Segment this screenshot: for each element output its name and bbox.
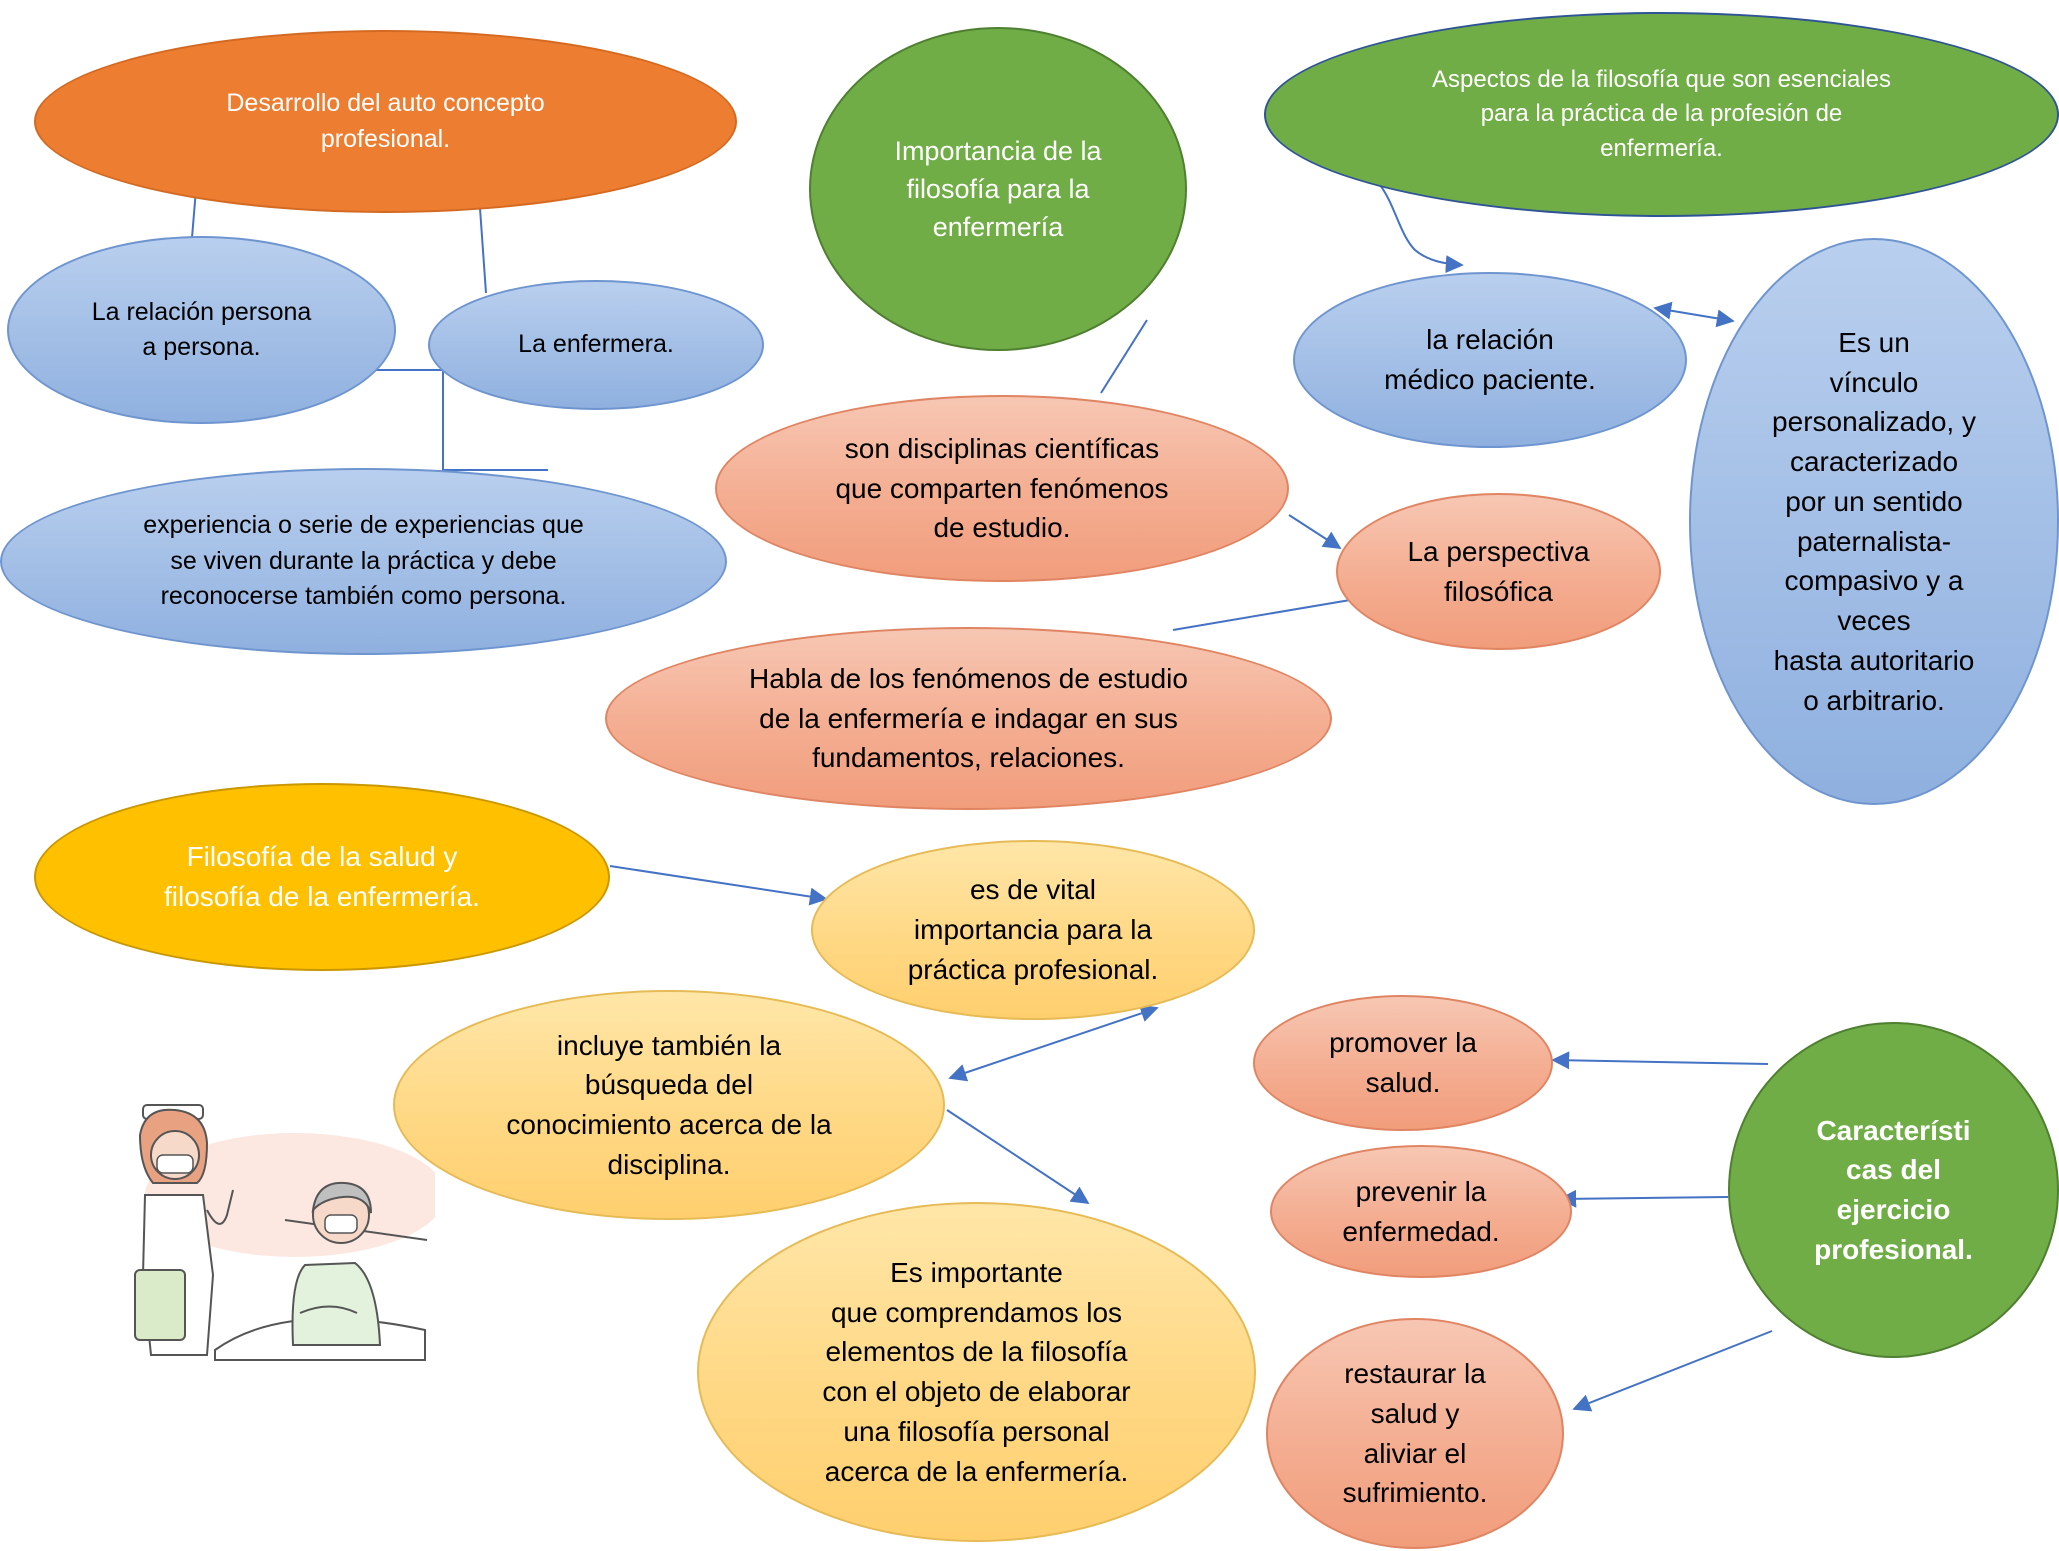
node-incluye-busqueda-text: incluye también la búsqueda del conocimi… — [506, 1029, 832, 1180]
line-importancia-disciplinas — [1100, 319, 1148, 394]
node-la-enfermera-text: La enfermera. — [518, 330, 674, 359]
node-es-importante: Es importante que comprendamos los eleme… — [697, 1202, 1256, 1542]
node-filosofia-salud-text: Filosofía de la salud y filosofía de la … — [164, 841, 480, 912]
nurse-and-patient-icon — [134, 1104, 435, 1361]
arrow-caracteristicas-restaurar — [1572, 1330, 1773, 1412]
node-promover-salud-text: promover la salud. — [1329, 1027, 1477, 1098]
node-caracteristicas-ejercicio-text: Característi cas del ejercicio profesion… — [1814, 1114, 1973, 1265]
node-restaurar-salud-text: restaurar la salud y aliviar el sufrimie… — [1342, 1358, 1488, 1509]
node-vital-importancia-text: es de vital importancia para la práctica… — [907, 874, 1159, 985]
node-relacion-medico-paciente: la relación médico paciente. — [1293, 272, 1687, 448]
line-relacion-enfermera-experiencia — [335, 369, 548, 471]
node-aspectos-filosofia-text: Aspectos de la filosofía que son esencia… — [1432, 66, 1891, 162]
node-experiencia-text: experiencia o serie de experiencias que … — [143, 511, 584, 611]
node-incluye-busqueda: incluye también la búsqueda del conocimi… — [393, 990, 945, 1220]
node-promover-salud: promover la salud. — [1253, 995, 1553, 1131]
node-relacion-persona: La relación persona a persona. — [7, 236, 396, 424]
arrow-aspectos-relacion — [1379, 184, 1464, 274]
node-habla-fenomenos-text: Habla de los fenómenos de estudio de la … — [749, 662, 1188, 774]
node-relacion-medico-paciente-text: la relación médico paciente. — [1384, 324, 1596, 395]
node-perspectiva-filosofica-text: La perspectiva filosófica — [1407, 535, 1590, 607]
arrow-disciplinas-perspectiva — [1288, 514, 1342, 549]
arrow-caracteristicas-promover — [1551, 1051, 1769, 1070]
node-relacion-persona-text: La relación persona a persona. — [91, 297, 312, 362]
node-vinculo-personalizado: Es un vínculo personalizado, y caracteri… — [1689, 238, 2059, 805]
node-aspectos-filosofia: Aspectos de la filosofía que son esencia… — [1264, 12, 2059, 217]
node-filosofia-salud: Filosofía de la salud y filosofía de la … — [34, 783, 610, 971]
arrow-filosofia-vital — [609, 865, 828, 906]
node-importancia-filosofia: Importancia de la filosofía para la enfe… — [809, 27, 1187, 351]
node-la-enfermera: La enfermera. — [428, 280, 764, 410]
node-vital-importancia: es de vital importancia para la práctica… — [811, 840, 1255, 1020]
node-prevenir-enfermedad-text: prevenir la enfermedad. — [1342, 1175, 1500, 1247]
node-experiencia: experiencia o serie de experiencias que … — [0, 468, 727, 655]
node-vinculo-personalizado-text: Es un vínculo personalizado, y caracteri… — [1772, 326, 1976, 716]
node-perspectiva-filosofica: La perspectiva filosófica — [1336, 493, 1661, 650]
node-es-importante-text: Es importante que comprendamos los eleme… — [822, 1256, 1131, 1487]
node-importancia-filosofia-text: Importancia de la filosofía para la enfe… — [894, 135, 1102, 243]
node-desarrollo-auto-concepto: Desarrollo del auto concepto profesional… — [34, 30, 737, 213]
arrow-vital-incluye — [948, 1004, 1159, 1082]
node-habla-fenomenos: Habla de los fenómenos de estudio de la … — [605, 627, 1332, 810]
node-restaurar-salud: restaurar la salud y aliviar el sufrimie… — [1266, 1318, 1564, 1549]
arrow-incluye-importante — [946, 1109, 1090, 1204]
arrow-relacion-vinculo — [1653, 301, 1735, 328]
node-caracteristicas-ejercicio: Característi cas del ejercicio profesion… — [1728, 1022, 2059, 1358]
line-perspectiva-habla — [1172, 597, 1363, 631]
arrow-caracteristicas-prevenir — [1558, 1189, 1729, 1208]
node-prevenir-enfermedad: prevenir la enfermedad. — [1270, 1145, 1572, 1278]
node-disciplinas-cientificas: son disciplinas científicas que comparte… — [715, 395, 1289, 582]
node-desarrollo-auto-concepto-text: Desarrollo del auto concepto profesional… — [226, 89, 545, 153]
node-disciplinas-cientificas-text: son disciplinas científicas que comparte… — [835, 432, 1169, 544]
